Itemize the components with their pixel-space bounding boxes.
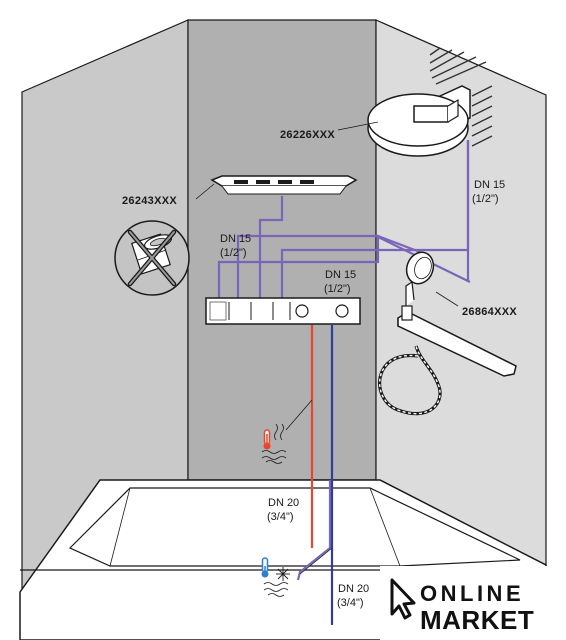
- pipe-size-supply-in-inch: (3/4"): [337, 597, 364, 609]
- pipe-size-upper-right-dn: DN 15: [474, 179, 505, 191]
- online-market-logo: ONLINE MARKET: [380, 566, 566, 640]
- cold-pipe-leader: [299, 547, 333, 575]
- logo-line-market: MARKET: [420, 605, 534, 635]
- thermostat-control-unit: [205, 297, 361, 325]
- handshower-leader: [435, 291, 459, 307]
- wall-hatching: [429, 47, 493, 147]
- hand-shower-code: 26864XXX: [462, 306, 517, 318]
- pipe-size-upper-mid-inch: (1/2"): [324, 283, 351, 295]
- crossed-nut-icon: [114, 220, 190, 296]
- pipe-size-upper-left-inch: (1/2"): [220, 247, 247, 259]
- pipe-size-supply-in-dn: DN 20: [338, 583, 369, 595]
- pipe-size-tub-outlet-dn: DN 20: [268, 497, 299, 509]
- cold-water-icon: [261, 557, 290, 597]
- pipe-size-upper-mid-dn: DN 15: [325, 269, 356, 281]
- wall-fixture-code: 26243XXX: [122, 195, 177, 207]
- cursor-arrow-icon: [390, 578, 416, 620]
- outlet-pipes: [217, 140, 471, 581]
- logo-line-online: ONLINE: [420, 581, 524, 606]
- wall-fixture-26243: [210, 175, 358, 195]
- pipe-size-tub-outlet-inch: (3/4"): [267, 511, 294, 523]
- pipe-size-upper-right-inch: (1/2"): [472, 193, 499, 205]
- overhead-leader: [337, 121, 379, 131]
- overhead-shower-code: 26226XXX: [280, 129, 335, 141]
- pipe-size-upper-left-dn: DN 15: [220, 233, 251, 245]
- hand-shower-set-26864: [378, 251, 517, 416]
- hot-water-icon: [261, 423, 287, 464]
- overhead-shower-26226: [367, 85, 471, 157]
- fixture-leader: [195, 183, 215, 200]
- hot-pipe-leader: [285, 399, 313, 431]
